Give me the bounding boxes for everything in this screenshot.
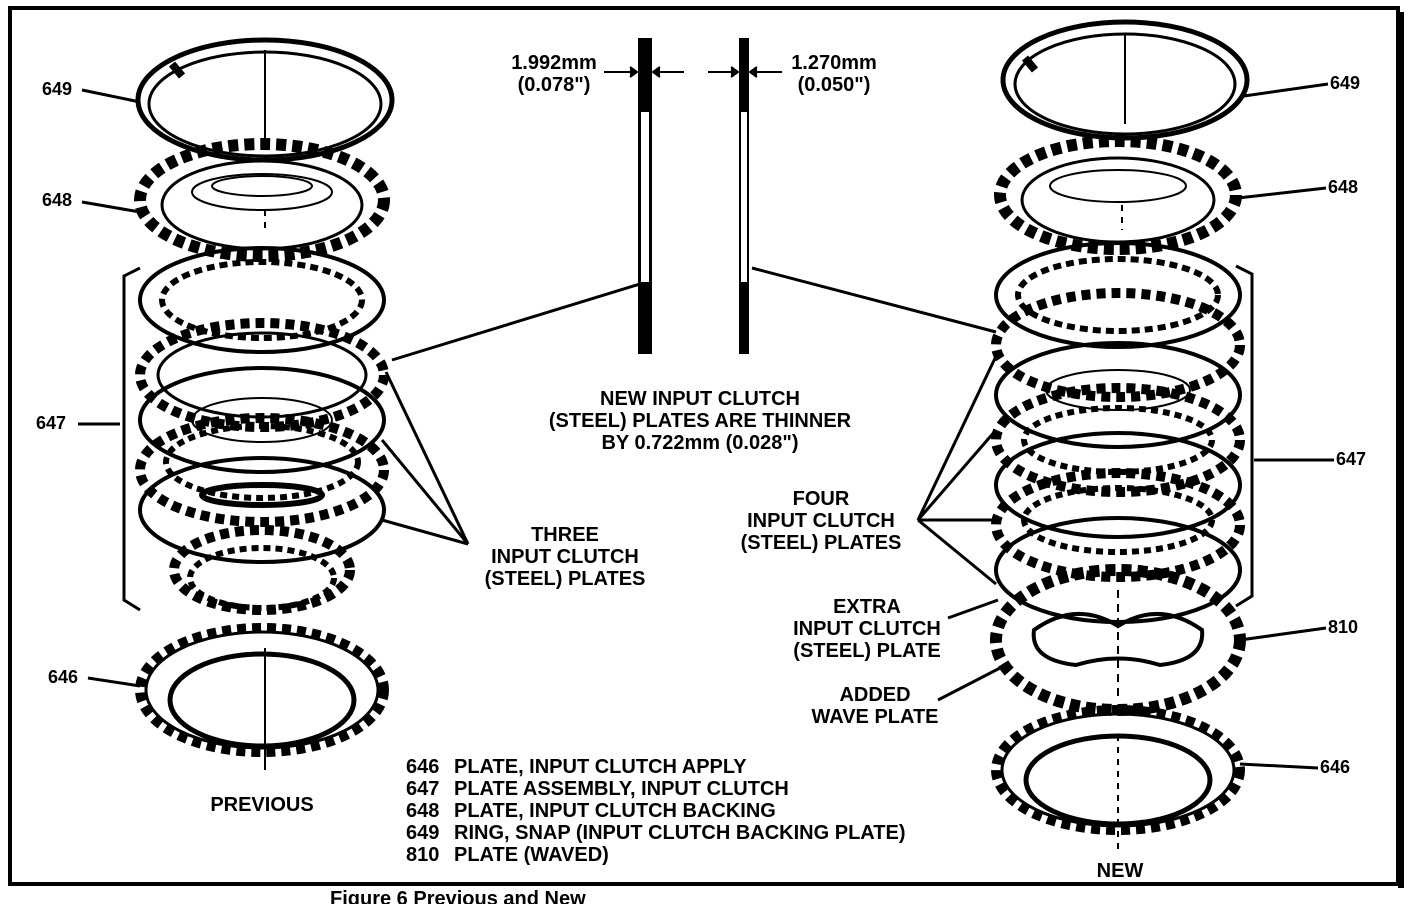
label-646-previous: 646 [48,667,79,687]
label-647-new: 647 [1336,449,1367,469]
previous-friction-plate-3 [169,525,355,615]
previous-plate-assembly-647 [135,246,389,615]
figure-shadow-right [1398,12,1404,888]
previous-friction-plate-2 [135,413,389,527]
new-friction-plate-2 [991,383,1245,497]
new-stack [990,19,1254,850]
previous-steel-plate-1 [138,246,386,354]
label-649-previous: 649 [42,79,73,99]
new-steel-plate-3 [994,431,1242,539]
label-646-new: 646 [1320,757,1351,777]
old-thickness-label: 1.992mm(0.078") [511,52,597,96]
center-note: NEW INPUT CLUTCH(STEEL) PLATES ARE THINN… [548,388,852,454]
previous-apply-plate-646 [135,623,389,757]
label-810-new: 810 [1328,617,1359,637]
previous-backing-plate-648 [134,138,390,262]
label-648-previous: 648 [42,190,73,210]
previous-leaders [78,88,641,688]
new-steel-plate-2 [994,341,1242,449]
view-label-new: NEW [1096,860,1144,882]
new-steel-plate-1 [994,241,1242,349]
new-friction-plate-1 [991,288,1245,402]
previous-steel-plate-3 [138,456,386,564]
previous-steel-plate-2 [138,366,386,474]
label-647-previous: 647 [36,413,67,433]
previous-bracket [122,266,141,612]
figure-caption: Figure 6 Previous and New [330,888,586,904]
new-leaders [751,82,1334,770]
new-thickness-label: 1.270mm(0.050") [791,52,877,96]
new-bracket [1235,264,1254,608]
previous-stack [122,37,395,770]
new-backing-plate-648 [994,135,1242,255]
thickness-comparison [604,38,782,354]
view-label-previous: PREVIOUS [210,794,314,816]
label-648-new: 648 [1328,177,1359,197]
new-friction-plate-3 [991,468,1245,582]
label-649-new: 649 [1330,73,1361,93]
new-plate-assembly-647 [991,241,1245,624]
